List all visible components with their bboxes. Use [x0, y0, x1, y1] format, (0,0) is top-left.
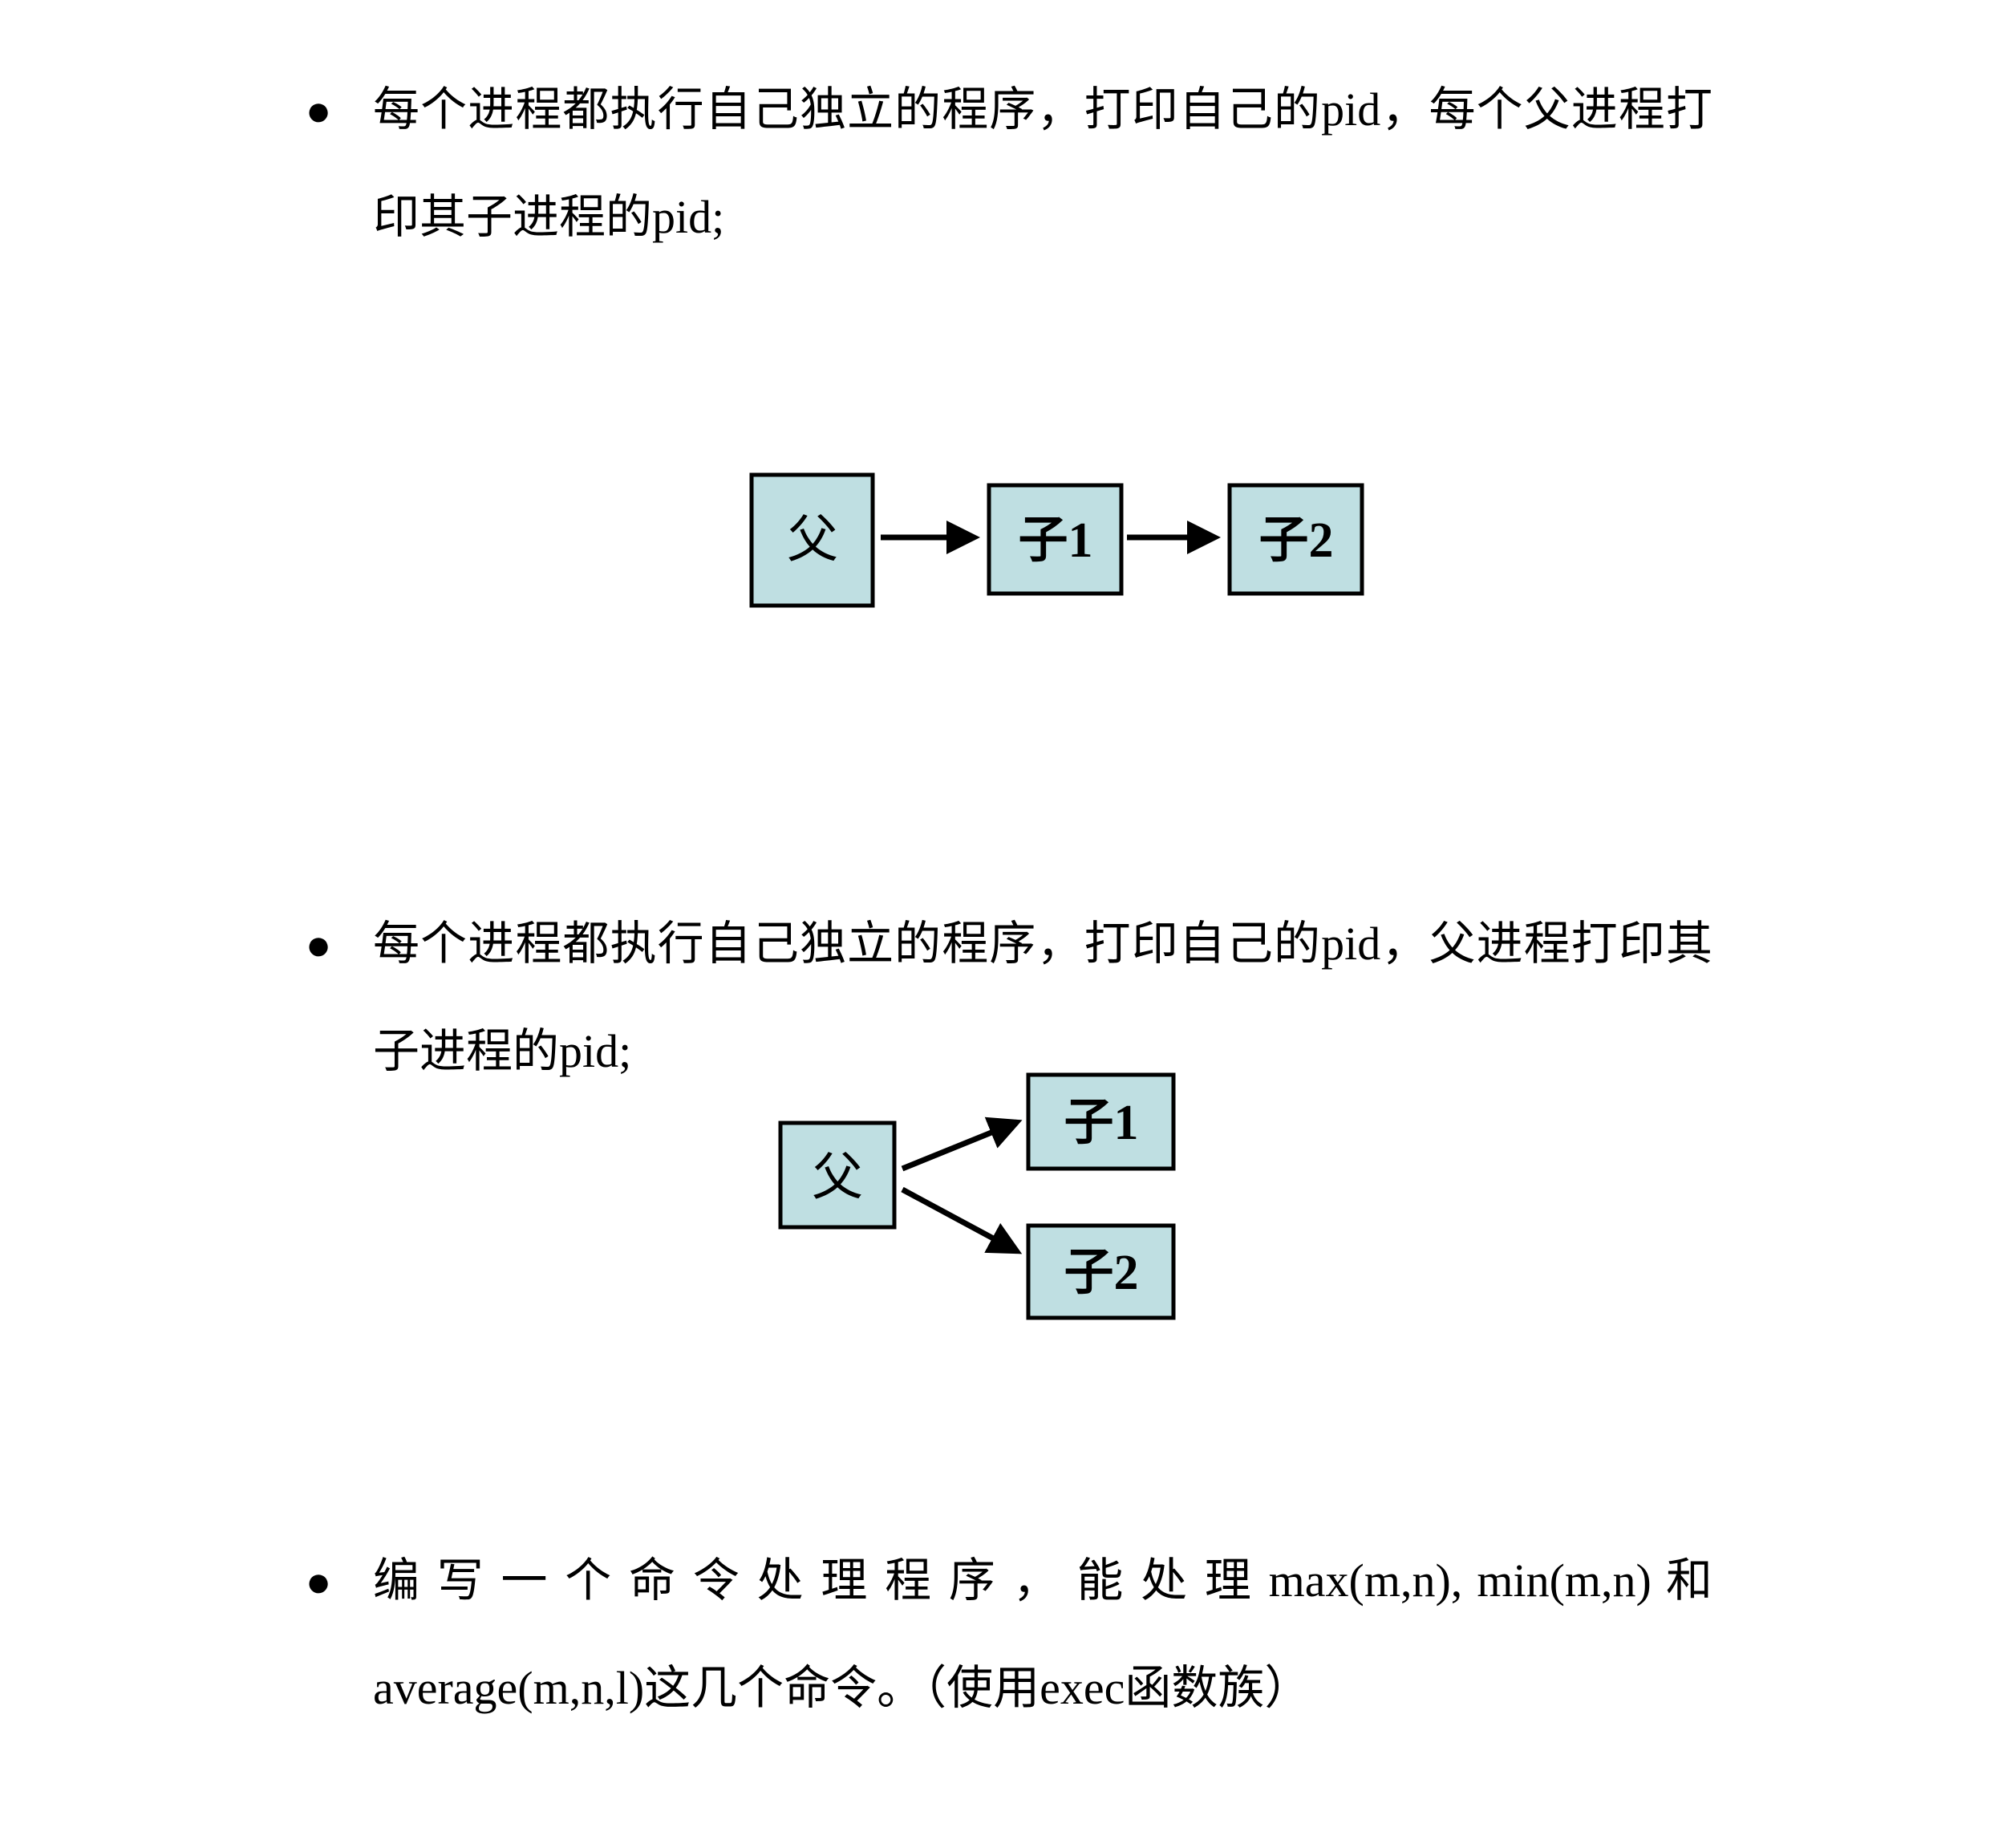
- bullet-icon: ●: [305, 1558, 332, 1606]
- bullet-icon: ●: [305, 87, 332, 135]
- bullet-text-block: 每个进程都执行自己独立的程序，打印自己的pid，父进程打印其 子进程的pid;: [373, 890, 1712, 1105]
- bullet3-line2: average(m,n,l)这几个命令。（使用exec函数族）: [373, 1662, 1311, 1714]
- process-fork-diagram: 父 子1 子2: [778, 1072, 1176, 1320]
- parent-node-box: [749, 472, 875, 608]
- bullet-item-3: ● 编 写 一 个 命 令 处 理 程 序 ， 能 处 理 max(m,n), …: [303, 1527, 1712, 1742]
- bullet3-line1: 编 写 一 个 命 令 处 理 程 序 ， 能 处 理 max(m,n), mi…: [373, 1554, 1712, 1607]
- child2-node-label: 子2: [1064, 1246, 1138, 1300]
- bullet1-line1: 每个进程都执行自己独立的程序，打印自己的pid，每个父进程打: [373, 83, 1712, 136]
- child1-node-label: 子1: [1064, 1096, 1138, 1150]
- bullet2-line1: 每个进程都执行自己独立的程序，打印自己的pid，父进程打印其: [373, 918, 1712, 970]
- bullet-text-block: 每个进程都执行自己独立的程序，打印自己的pid，每个父进程打 印其子进程的pid…: [373, 56, 1712, 271]
- child1-node-label: 子1: [1018, 513, 1092, 568]
- child1-node-box: [1026, 1072, 1176, 1171]
- parent-node-label: 父: [812, 1149, 863, 1206]
- bullet-icon: ●: [305, 921, 332, 969]
- arrow-parent-to-child1-icon: [901, 1116, 1023, 1172]
- child2-node-box: [1026, 1223, 1176, 1320]
- child2-node-box: [1227, 483, 1364, 596]
- child1-node-box: [987, 483, 1124, 596]
- child2-node-label: 子2: [1258, 513, 1333, 568]
- parent-node-box: [778, 1121, 897, 1230]
- parent-node-label: 父: [787, 512, 838, 569]
- process-chain-diagram: 父 子1 子2: [749, 472, 1364, 608]
- bullet-item-1: ● 每个进程都执行自己独立的程序，打印自己的pid，每个父进程打 印其子进程的p…: [303, 56, 1712, 271]
- bullet-item-2: ● 每个进程都执行自己独立的程序，打印自己的pid，父进程打印其 子进程的pid…: [303, 890, 1712, 1105]
- bullet-text-block: 编 写 一 个 命 令 处 理 程 序 ， 能 处 理 max(m,n), mi…: [373, 1527, 1712, 1742]
- arrow-parent-to-child2-icon: [901, 1186, 1023, 1254]
- bullet2-line2: 子进程的pid;: [373, 1025, 632, 1077]
- bullet1-line2: 印其子进程的pid;: [373, 191, 725, 243]
